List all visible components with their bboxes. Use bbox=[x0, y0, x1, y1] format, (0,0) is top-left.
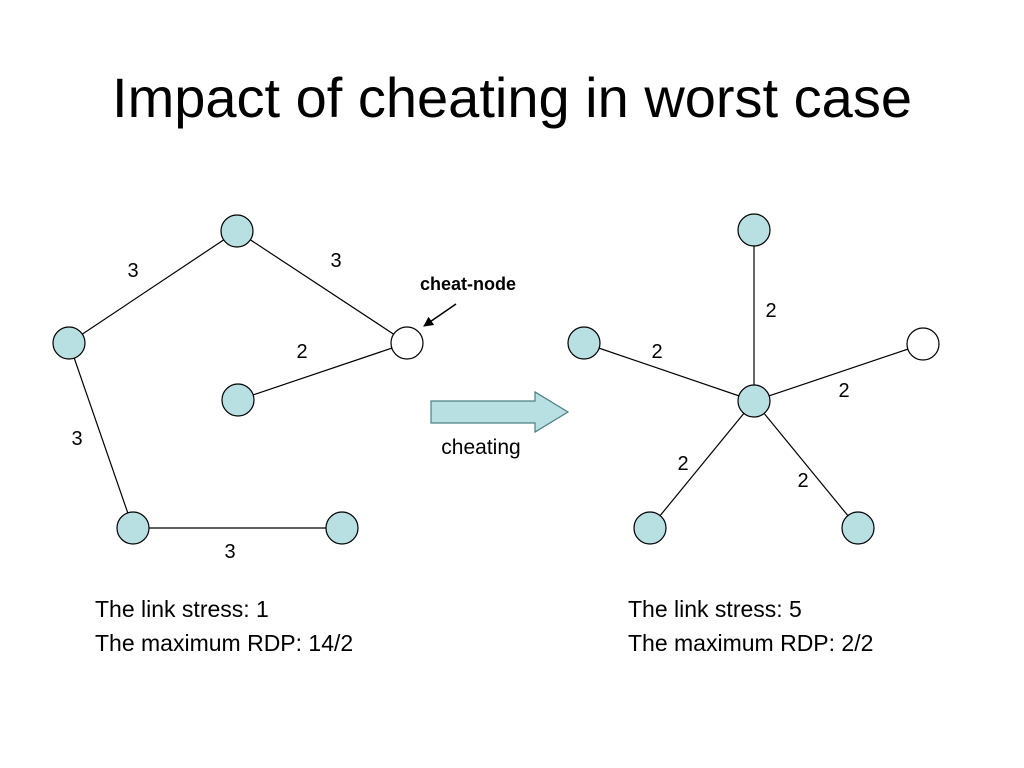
before-node-bottom-right bbox=[325, 511, 359, 545]
transition-arrow-icon bbox=[430, 390, 570, 434]
after-link-stress: The link stress: 5 bbox=[628, 596, 802, 622]
before-edge-label: 3 bbox=[224, 541, 235, 563]
after-node-top bbox=[737, 213, 771, 247]
before-graph: 3 3 2 3 3 cheat-node bbox=[52, 214, 516, 563]
after-caption: The link stress: 5 The maximum RDP: 2/2 bbox=[628, 592, 873, 660]
before-max-rdp: The maximum RDP: 14/2 bbox=[95, 630, 354, 656]
after-cheat-node bbox=[906, 327, 940, 361]
before-node-top bbox=[220, 214, 254, 248]
after-max-rdp: The maximum RDP: 2/2 bbox=[628, 630, 874, 656]
before-edge-label: 3 bbox=[127, 260, 138, 282]
before-node-middle bbox=[221, 383, 255, 417]
before-node-bottom-left bbox=[116, 511, 150, 545]
after-edge-left bbox=[583, 342, 755, 402]
slide-title: Impact of cheating in worst case bbox=[112, 66, 912, 129]
before-edge-left-bottom bbox=[68, 342, 134, 529]
after-graph: 2 2 2 2 2 bbox=[567, 213, 940, 545]
after-node-left bbox=[567, 326, 601, 360]
before-edge-top-cheat bbox=[236, 230, 408, 344]
before-cheat-node bbox=[390, 326, 424, 360]
after-edge-label: 2 bbox=[677, 453, 688, 475]
before-edge-top-left bbox=[68, 230, 238, 344]
before-node-left bbox=[52, 326, 86, 360]
before-edge-cheat-mid bbox=[237, 342, 408, 401]
cheat-node-label: cheat-node bbox=[420, 274, 516, 294]
after-edge-label: 2 bbox=[797, 470, 808, 492]
transition-label: cheating bbox=[441, 436, 520, 459]
before-caption: The link stress: 1 The maximum RDP: 14/2 bbox=[95, 592, 353, 660]
after-edge-label: 2 bbox=[765, 300, 776, 322]
after-edge-bottom-right bbox=[753, 400, 859, 529]
before-edge-label: 3 bbox=[330, 250, 341, 272]
after-edge-cheat bbox=[753, 343, 924, 402]
after-node-center bbox=[737, 384, 771, 418]
before-edge-label: 3 bbox=[71, 428, 82, 450]
cheat-node-pointer-arrow bbox=[423, 303, 457, 327]
after-node-bottom-left bbox=[633, 511, 667, 545]
after-edge-bottom-left bbox=[649, 400, 755, 529]
after-node-bottom-right bbox=[841, 511, 875, 545]
transition: cheating bbox=[430, 390, 570, 459]
before-link-stress: The link stress: 1 bbox=[95, 596, 269, 622]
after-edge-label: 2 bbox=[838, 380, 849, 402]
before-edge-label: 2 bbox=[296, 341, 307, 363]
after-edge-label: 2 bbox=[651, 341, 662, 363]
